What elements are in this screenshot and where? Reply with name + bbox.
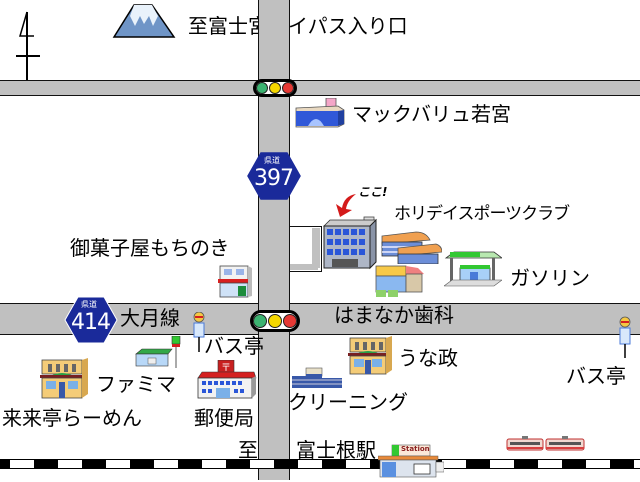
sports-club-icon: [380, 230, 443, 265]
hamanaka-dental-label: はまなか歯科: [334, 303, 454, 327]
road-route-397: [258, 0, 290, 480]
restaurant-icon: [346, 336, 394, 376]
bus-stop-1-label: バス亭: [204, 334, 264, 358]
bypass-direction-label: 至富士宮バイパス入り口: [188, 14, 408, 38]
train-station-icon: Station: [377, 444, 445, 478]
to-label: 至: [238, 438, 258, 462]
maxvalu-label: マックバリュ若宮: [352, 102, 511, 126]
route-414-name: 大月線: [120, 306, 180, 330]
cleaning-shop-icon: [290, 366, 344, 390]
side-street-fill: [290, 264, 318, 270]
red-light-icon: [283, 314, 297, 328]
north-arrow-icon: [12, 10, 42, 94]
station-sign-text: Station: [401, 445, 430, 453]
road-north: [0, 80, 640, 96]
route-397-kind: 県道: [264, 156, 280, 165]
here-label: ここ!: [358, 185, 388, 199]
route-414-number: 414: [71, 310, 111, 335]
green-light-icon: [253, 314, 267, 328]
ramen-shop-icon: [38, 358, 90, 400]
office-building-icon: [322, 216, 378, 270]
yellow-light-icon: [269, 82, 281, 94]
rairaitei-label: 来来亭らーめん: [2, 406, 142, 430]
convenience-store-icon: [134, 335, 184, 368]
bus-stop-2-label: バス亭: [566, 364, 626, 388]
route-397-number: 397: [254, 166, 294, 191]
cleaning-label: クリーニング: [288, 390, 408, 414]
supermarket-icon: [294, 97, 346, 128]
train-icon: [506, 436, 586, 452]
holiday-sports-label: ホリデイスポーツクラブ: [394, 204, 570, 224]
red-light-icon: [282, 82, 294, 94]
famima-label: ファミマ: [96, 372, 176, 396]
bus-stop-icon: [618, 316, 632, 358]
mochinoki-label: 御菓子屋もちのき: [70, 236, 230, 260]
bus-stop-icon: [192, 311, 206, 352]
traffic-signal-south: [250, 310, 300, 332]
route-414-kind: 県道: [81, 300, 97, 309]
route-397-sign: 県道 397: [247, 152, 301, 200]
fujine-station-label: 富士根駅: [296, 438, 376, 462]
svg-text:〒: 〒: [221, 363, 231, 374]
traffic-signal-north: [253, 79, 297, 97]
sweets-shop-icon: [216, 264, 256, 298]
gasoline-label: ガソリン: [510, 266, 590, 290]
railway-track: [0, 459, 640, 469]
gas-station-icon: [443, 250, 504, 292]
yellow-light-icon: [268, 314, 282, 328]
here-arrow-icon: [332, 192, 358, 218]
mount-fuji-icon: [112, 2, 176, 38]
side-street-fill-v: [312, 228, 320, 268]
post-office-icon: 〒: [196, 359, 258, 400]
post-office-label: 郵便局: [194, 406, 254, 430]
route-414-sign: 県道 414: [64, 296, 118, 344]
green-light-icon: [256, 82, 268, 94]
unamasa-label: うな政: [398, 346, 458, 370]
shop-icon: [374, 264, 426, 298]
